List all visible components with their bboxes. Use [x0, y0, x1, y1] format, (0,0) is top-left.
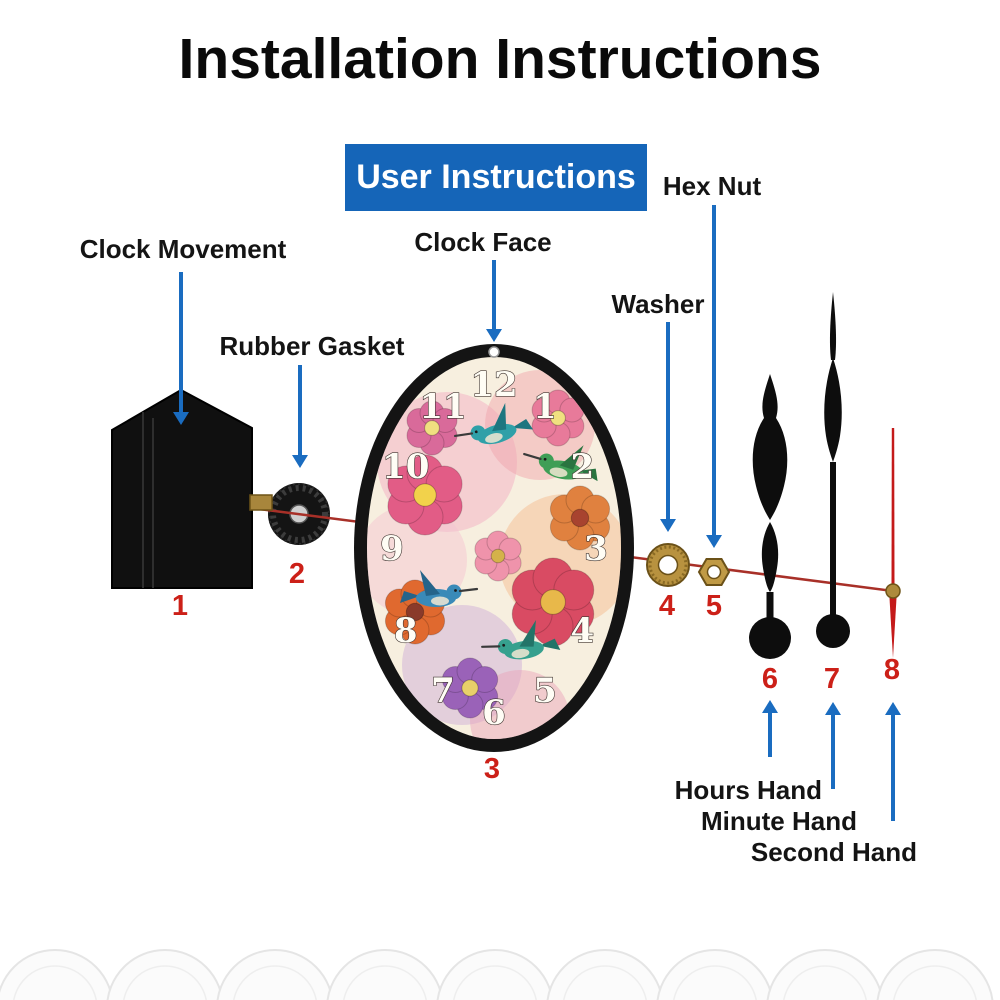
part-number-second-hand: 8: [883, 654, 901, 686]
hours-hand-part: [749, 374, 791, 659]
arrow-to-hex-nut: [712, 205, 716, 537]
label-washer: Washer: [611, 289, 705, 319]
clock-numeral-4: 4: [570, 611, 594, 651]
bottom-scallop-decoration: [0, 949, 994, 1000]
part-number-clock-face: 3: [483, 753, 501, 785]
clock-numeral-1: 1: [533, 387, 557, 427]
clock-numeral-7: 7: [431, 671, 455, 711]
part-number-clock-movement: 1: [171, 590, 189, 622]
flower-art: [474, 530, 522, 582]
part-number-hex-nut: 5: [705, 590, 723, 622]
clock-numeral-3: 3: [584, 529, 608, 569]
label-clock-movement: Clock Movement: [79, 234, 287, 264]
clock-numeral-2: 2: [570, 447, 594, 487]
hummingbird-art: [481, 620, 561, 660]
label-minute-hand: Minute Hand: [701, 806, 857, 836]
arrow-to-clock-movement: [179, 272, 183, 414]
flower-art: [441, 657, 499, 719]
arrow-to-minute-hand: [831, 713, 835, 789]
second-hand-part: [885, 428, 901, 658]
user-instructions-banner: User Instructions: [345, 144, 647, 211]
part-number-washer: 4: [658, 590, 676, 622]
clock-numeral-5: 5: [533, 671, 557, 711]
face-hanging-hole: [488, 346, 500, 358]
hummingbird-art: [400, 570, 479, 607]
arrow-to-second-hand: [891, 713, 895, 821]
part-number-hours-hand: 6: [761, 663, 779, 695]
label-second-hand: Second Hand: [750, 837, 917, 867]
movement-shaft: [249, 494, 273, 511]
label-clock-face: Clock Face: [414, 227, 552, 257]
clock-numeral-12: 12: [470, 365, 517, 405]
arrow-to-rubber-gasket: [298, 365, 302, 457]
minute-hand-part: [816, 292, 850, 648]
clock-movement-part: [111, 388, 273, 589]
arrow-to-washer: [666, 322, 670, 521]
clock-numeral-9: 9: [380, 529, 404, 569]
clock-numeral-6: 6: [482, 693, 506, 733]
label-hours-hand: Hours Hand: [674, 775, 822, 805]
flower-art: [549, 485, 611, 551]
flower-art: [387, 454, 463, 536]
arrow-to-clock-face: [492, 260, 496, 331]
clock-numeral-11: 11: [419, 387, 466, 427]
label-rubber-gasket: Rubber Gasket: [219, 331, 405, 361]
flower-art: [406, 400, 458, 456]
part-number-minute-hand: 7: [823, 663, 841, 695]
second-hand-hub: [885, 583, 901, 599]
hummingbird-art: [453, 402, 534, 445]
clock-numeral-8: 8: [394, 611, 418, 651]
arrow-to-hours-hand: [768, 711, 772, 757]
clock-numeral-10: 10: [382, 447, 429, 487]
label-hex-nut: Hex Nut: [662, 171, 762, 201]
page-title: Installation Instructions: [178, 27, 822, 91]
hex-nut-part: [697, 558, 731, 586]
washer-part: [646, 543, 690, 587]
hummingbird-art: [523, 445, 598, 482]
clock-face-artwork: [367, 370, 621, 739]
part-number-rubber-gasket: 2: [288, 558, 306, 590]
